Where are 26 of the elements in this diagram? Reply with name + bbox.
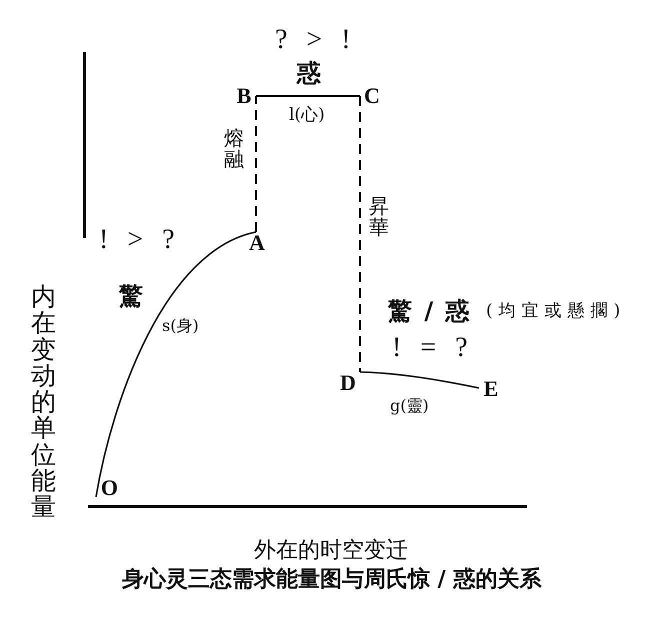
axis-label: 内在变动的单位能量 — [30, 284, 57, 520]
curve — [95, 231, 256, 498]
annotation: (均宜或懸擱) — [486, 303, 626, 320]
annotation: 驚 / 惑 — [388, 299, 472, 323]
point-label: A — [247, 232, 267, 254]
point-label: C — [362, 85, 382, 107]
point-label: O — [96, 477, 118, 499]
edge-label: s(身) — [162, 318, 199, 334]
dashed-line — [255, 96, 257, 232]
caption: 身心灵三态需求能量图与周氏惊 / 惑的关系 — [122, 569, 542, 591]
curve — [360, 371, 480, 389]
edge-label: l(心) — [289, 107, 325, 124]
relation-text: ? > ! — [275, 26, 357, 54]
point-label: E — [481, 378, 501, 400]
annotation: 惑 — [297, 61, 321, 85]
relation-text: ! > ? — [99, 226, 181, 254]
edge-label: 熔融 — [223, 128, 245, 170]
edge-label: g(靈) — [390, 398, 429, 414]
point-label: D — [338, 372, 358, 394]
annotation: 驚 — [119, 284, 143, 308]
edge-label: 昇華 — [368, 196, 390, 238]
axis-label: 外在的时空变迁 — [254, 540, 408, 562]
point-label: B — [234, 85, 254, 107]
relation-text: ! = ? — [392, 334, 474, 362]
line — [256, 95, 360, 97]
dashed-line — [359, 96, 361, 372]
